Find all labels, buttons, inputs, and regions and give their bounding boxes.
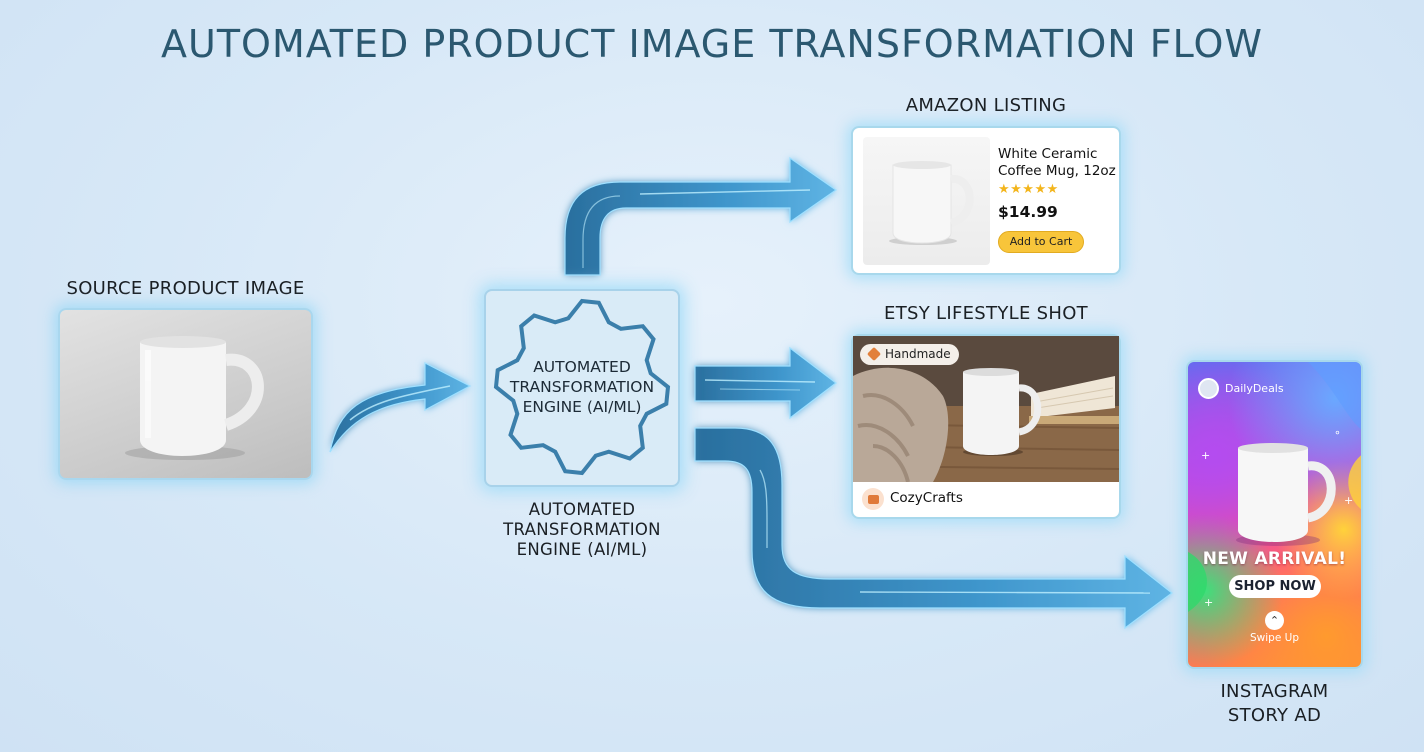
instagram-label-line: INSTAGRAM [1220,681,1329,702]
chevron-up-icon[interactable]: ⌃ [1265,611,1284,630]
amazon-title-line: White Ceramic [998,146,1098,162]
swipe-up-label[interactable]: Swipe Up [1250,632,1299,644]
instagram-handle[interactable]: DailyDeals [1225,382,1284,395]
instagram-story-art [1188,362,1361,612]
amazon-title-line: Coffee Mug, 12oz [998,163,1116,179]
sparkle-icon: ∘ [1334,426,1341,439]
gear-icon [493,298,671,476]
engine-inner-line: AUTOMATED [533,358,631,376]
engine-inner-line: ENGINE (AI/ML) [522,398,642,416]
mug-icon [125,336,264,460]
add-to-cart-button[interactable]: Add to Cart [998,231,1084,253]
engine-caption-line: TRANSFORMATION [503,520,661,539]
source-product-image [58,308,313,480]
mug-icon [889,161,974,245]
star-rating: ★★★★★ [998,182,1059,197]
new-arrival-headline: NEW ARRIVAL! [1202,549,1347,569]
engine-to-amazon-arrow [564,156,838,276]
page-title: AUTOMATED PRODUCT IMAGE TRANSFORMATION F… [161,22,1263,66]
transformation-engine [484,289,680,487]
engine-inner-text: AUTOMATED TRANSFORMATION ENGINE (AI/ML) [484,357,680,417]
etsy-shop-name[interactable]: CozyCrafts [890,490,963,506]
amazon-product-title[interactable]: White Ceramic Coffee Mug, 12oz [998,146,1118,180]
engine-caption: AUTOMATED TRANSFORMATION ENGINE (AI/ML) [482,500,682,560]
sparkle-icon: + [1204,596,1214,609]
etsy-label: ETSY LIFESTYLE SHOT [884,303,1088,324]
instagram-label: INSTAGRAM STORY AD [1186,680,1363,728]
sparkle-icon: + [1344,494,1354,507]
amazon-label: AMAZON LISTING [905,95,1067,116]
engine-to-etsy-arrow [694,346,837,420]
handmade-tag[interactable]: Handmade [860,344,959,365]
amazon-price: $14.99 [998,203,1058,221]
sparkle-icon: + [1201,449,1211,462]
amazon-product-thumbnail[interactable] [863,137,990,265]
source-to-engine-arrow [329,362,472,453]
shop-now-button[interactable]: SHOP NOW [1229,575,1321,598]
avatar[interactable] [1198,378,1219,399]
engine-inner-line: TRANSFORMATION [509,378,655,396]
instagram-label-line: STORY AD [1227,705,1322,726]
etsy-lifestyle-photo[interactable] [853,336,1119,482]
shop-icon [862,488,884,510]
engine-caption-line: ENGINE (AI/ML) [516,540,648,559]
engine-caption-line: AUTOMATED [528,500,636,519]
source-label: SOURCE PRODUCT IMAGE [66,278,305,299]
handmade-tag-label: Handmade [885,347,951,361]
tag-icon [866,346,882,362]
